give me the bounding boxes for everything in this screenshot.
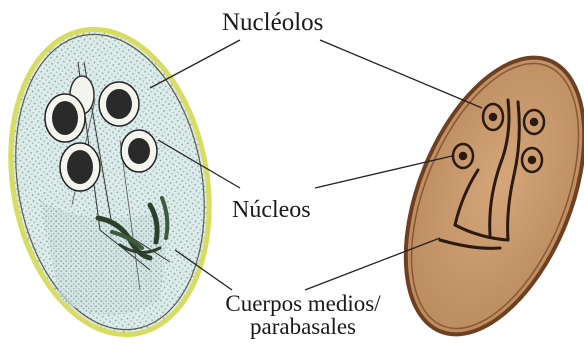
label-nucleos: Núcleos bbox=[232, 198, 311, 222]
label-nucleolos: Nucléolos bbox=[222, 10, 323, 35]
label-cuerpos-line1: Cuerpos medios/ bbox=[198, 292, 408, 315]
label-cuerpos-medios: Cuerpos medios/ parabasales bbox=[198, 292, 408, 338]
label-cuerpos-line2: parabasales bbox=[198, 315, 408, 338]
leader-nucleolos-left bbox=[150, 40, 240, 88]
leader-nucleolos-right bbox=[320, 40, 482, 108]
